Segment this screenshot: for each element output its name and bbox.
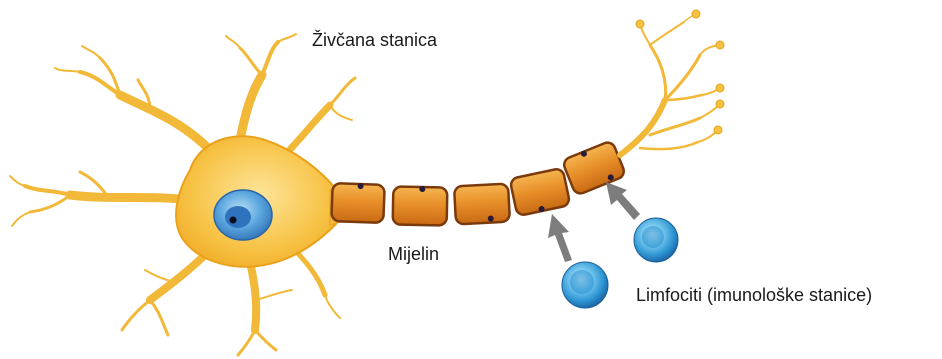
myelin-label: Mijelin [388,244,439,265]
arrow-icon [606,182,640,220]
lymphocytes-label: Limfociti (imunološke stanice) [636,285,872,306]
myelin-sheath [331,139,626,225]
terminal-buttons [636,10,724,134]
axon-terminals [620,14,720,155]
nucleus-inner [225,206,251,228]
neuron-label: Živčana stanica [312,30,437,51]
arrow-icon [548,214,572,262]
lymphocyte-icon [634,218,678,262]
nucleolus [230,217,237,224]
lymphocyte-icon [562,262,608,308]
